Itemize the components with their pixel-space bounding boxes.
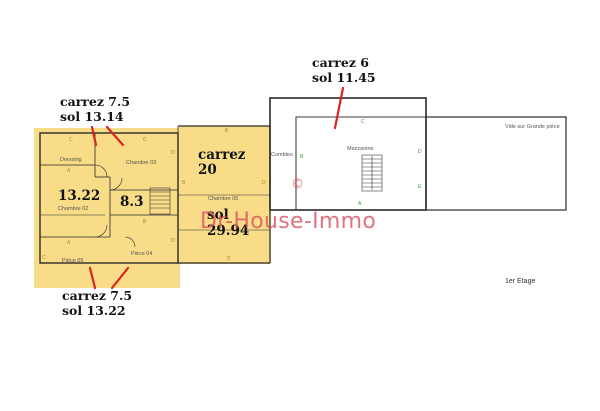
mid-carrez-value: 20 xyxy=(198,162,217,178)
top-right-carrez: carrez 6 xyxy=(312,55,369,70)
mid-sol-label: sol xyxy=(207,207,229,223)
wall-mark-e: E xyxy=(418,184,422,190)
room-area-8: 8.3 xyxy=(120,194,144,210)
room-chambre-02: Chambre 02 xyxy=(58,206,89,212)
room-piece-04: Pièce 04 xyxy=(131,251,153,257)
wall-mark-d: D xyxy=(171,238,175,244)
right-wing-walls xyxy=(269,97,567,211)
floor-label: 1er Etage xyxy=(505,278,536,285)
room-chambre-05: Chambre 05 xyxy=(208,196,239,202)
wall-mark-b: B xyxy=(182,180,186,186)
annotation-arrows xyxy=(88,86,345,290)
wall-mark-a: A xyxy=(358,201,362,207)
left-stair xyxy=(149,187,171,215)
mid-carrez-label: carrez xyxy=(198,147,246,163)
wall-mark-d: D xyxy=(418,149,422,155)
wall-mark-a: A xyxy=(67,240,71,246)
wall-mark-c: C xyxy=(69,137,73,143)
room-chambre-03: Chambre 03 xyxy=(126,160,157,166)
room-dressing: Dressing xyxy=(60,157,82,163)
room-piece-05: Pièce 05 xyxy=(62,258,84,264)
wall-mark-d: D xyxy=(262,180,266,186)
top-left-sol: sol 13.14 xyxy=(60,109,124,124)
room-mezzanine: Mezzanine xyxy=(347,146,374,152)
wall-mark-b: B xyxy=(143,219,147,225)
mezzanine-stair xyxy=(361,154,383,192)
room-combles: Combles xyxy=(271,152,293,158)
bottom-left-carrez: carrez 7.5 xyxy=(62,288,133,303)
wall-mark-d: D xyxy=(227,256,231,262)
copyright-icon: © xyxy=(291,177,304,192)
wall-mark-a: A xyxy=(67,168,71,174)
wall-mark-c: C xyxy=(361,119,365,125)
top-right-sol: sol 11.45 xyxy=(312,70,376,85)
wall-mark-c: C xyxy=(42,255,46,261)
wall-mark-d: D xyxy=(171,150,175,156)
wall-mark-b: B xyxy=(225,128,229,134)
mid-sol-value: 29.94 xyxy=(207,223,250,239)
bottom-left-sol: sol 13.22 xyxy=(62,303,126,318)
wall-mark-b: B xyxy=(300,154,304,160)
wall-mark-c: C xyxy=(143,137,147,143)
room-area-13: 13.22 xyxy=(58,188,101,204)
watermark: Dr-House-Immo xyxy=(200,209,377,234)
room-vide: Vide sur Grande pièce xyxy=(505,124,560,130)
top-left-carrez: carrez 7.5 xyxy=(60,94,131,109)
